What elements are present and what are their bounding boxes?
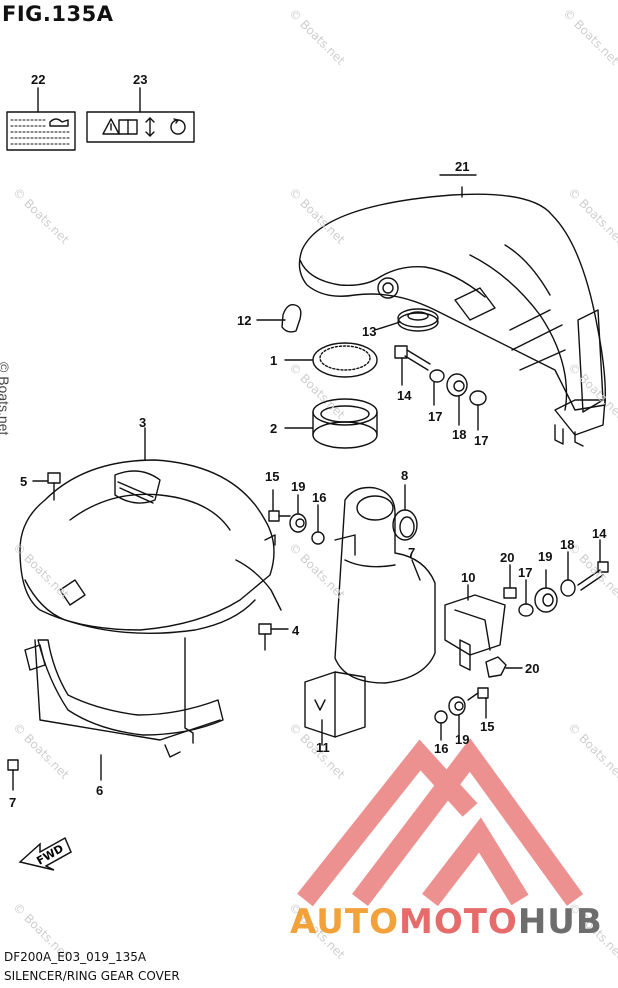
part-9-seal	[392, 509, 418, 541]
callout: 20	[500, 550, 515, 565]
part-1-filter	[312, 342, 378, 378]
part-15-bolt-lower	[467, 687, 489, 701]
figure-caption: SILENCER/RING GEAR COVER	[4, 969, 180, 983]
part-2-seal	[312, 398, 378, 449]
callout: 16	[312, 490, 327, 505]
callout: 1	[270, 353, 278, 368]
callout: 21	[455, 159, 470, 174]
callout: 18	[560, 537, 575, 552]
callout: 15	[265, 469, 280, 484]
part-5-bolt	[47, 472, 61, 501]
callout: 14	[592, 526, 607, 541]
callout: 17	[518, 565, 533, 580]
callout: 19	[455, 732, 470, 747]
brand-wordmark: AUTOMOTOHUB	[290, 902, 603, 942]
callout: 19	[291, 479, 306, 494]
part-16-washer-lower	[434, 710, 448, 724]
figure-title: FIG.135A	[2, 2, 114, 26]
brand-logo-icon	[297, 738, 584, 907]
part-4-bolt	[258, 623, 272, 651]
callout: 5	[20, 474, 28, 489]
part-20-clip	[485, 656, 507, 678]
callout: 7	[9, 795, 17, 810]
part-15-bolt-upper	[268, 510, 291, 522]
part-19-mount	[446, 373, 468, 397]
book-icon	[118, 119, 138, 135]
callout: 10	[461, 570, 476, 585]
callout: 16	[434, 741, 449, 756]
callout: 3	[139, 415, 147, 430]
callout: 8	[401, 468, 409, 483]
warning-icon	[102, 118, 120, 135]
brand-part3: HUB	[517, 902, 603, 942]
fwd-arrow-icon: FWD	[18, 836, 72, 871]
part-17-washer-c	[518, 603, 534, 617]
callout: 6	[96, 783, 104, 798]
callout: 12	[237, 313, 252, 328]
part-12-clip	[281, 304, 302, 333]
callout: 11	[316, 740, 330, 755]
watermark-side: © Boats.net	[0, 362, 12, 436]
part-16-washer-upper	[311, 531, 325, 545]
part-6-lower-cover	[24, 637, 224, 781]
part-18-mount-lower	[448, 696, 466, 716]
callout: 18	[452, 427, 467, 442]
callout: 23	[133, 72, 148, 87]
arrows-icon	[145, 117, 155, 137]
callout: 17	[428, 409, 443, 424]
part-7-bolt	[7, 759, 19, 791]
brand-part2: MOTO	[398, 902, 518, 942]
figure-code: DF200A_E03_019_135A	[4, 950, 147, 964]
part-3-ring-gear-cover	[19, 427, 282, 635]
part-17-washer-b	[469, 390, 487, 406]
oil-can-icon	[49, 118, 69, 127]
part-17-washer	[429, 369, 445, 383]
part-21-nut	[503, 587, 517, 599]
rotate-icon	[170, 118, 186, 135]
part-17-washer-d	[560, 579, 576, 597]
part-11-bracket	[304, 671, 366, 746]
callout: 4	[292, 623, 300, 638]
part-18-mount-upper	[289, 513, 307, 533]
callout: 14	[397, 388, 412, 403]
callout: 17	[474, 433, 489, 448]
part-22-silencer-case	[298, 174, 606, 447]
callout: 19	[538, 549, 553, 564]
part-19-mount-right	[534, 587, 558, 613]
part-8-silencer	[334, 486, 436, 684]
callout: 2	[270, 421, 278, 436]
part-13-grommet	[397, 308, 439, 332]
label-24	[86, 111, 195, 143]
label-23	[6, 111, 76, 151]
callout: 20	[525, 661, 540, 676]
brand-part1: AUTO	[290, 902, 399, 942]
callout: 22	[31, 72, 46, 87]
callout: 15	[480, 719, 495, 734]
callout: 7	[408, 545, 416, 560]
part-14-bolt-right	[577, 561, 609, 591]
part-10-bracket	[444, 584, 506, 671]
callout: 13	[362, 324, 377, 339]
part-14-bolt-upper	[394, 345, 431, 371]
